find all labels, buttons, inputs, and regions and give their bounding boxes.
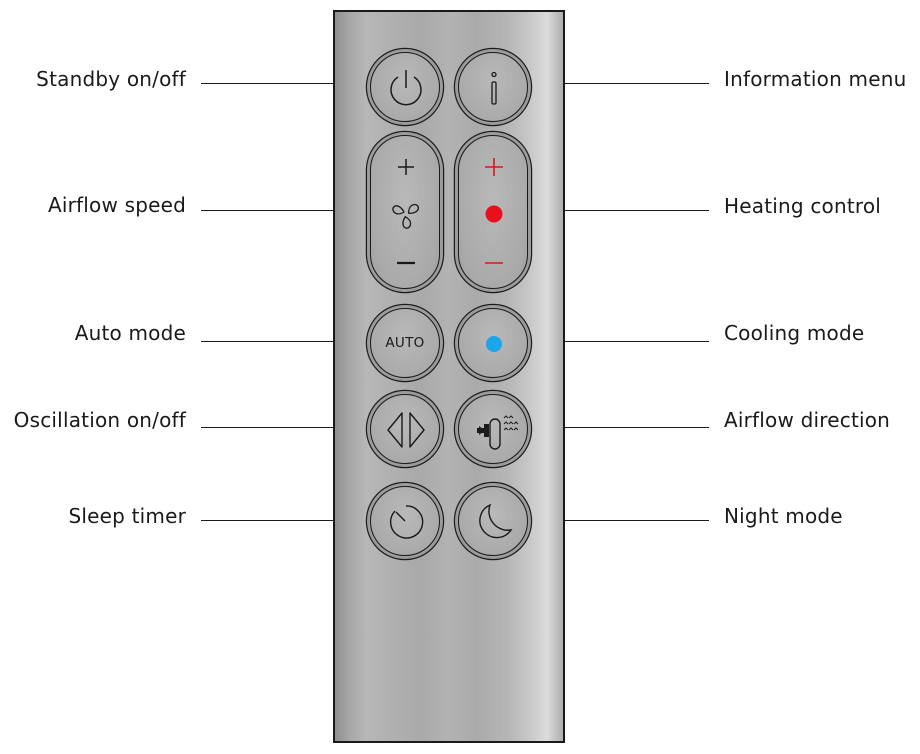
info-icon — [491, 71, 497, 105]
label-night-mode: Night mode — [724, 504, 843, 528]
oscillation-button[interactable] — [370, 394, 440, 464]
timer-icon — [389, 505, 424, 539]
label-standby: Standby on/off — [36, 67, 186, 91]
night-mode-button[interactable] — [458, 486, 528, 556]
label-cooling-mode: Cooling mode — [724, 321, 865, 345]
leader-line-oscillation — [201, 427, 333, 428]
airflow-speed-button[interactable] — [370, 135, 440, 289]
cool-dot-icon — [486, 336, 502, 352]
label-airflow-speed: Airflow speed — [47, 193, 186, 217]
label-sleep-timer: Sleep timer — [68, 504, 186, 528]
airflow-direction-button[interactable] — [458, 394, 528, 464]
sleep-timer-button[interactable] — [370, 486, 440, 556]
heating-control-button[interactable] — [458, 135, 528, 289]
oscillation-icon — [387, 412, 425, 448]
leader-line-heating — [565, 210, 709, 211]
airflow-direction-icon — [477, 415, 519, 450]
leader-line-night-mode — [565, 520, 709, 521]
fan-icon — [392, 203, 419, 229]
power-icon — [390, 70, 422, 106]
cooling-mode-button[interactable] — [458, 308, 528, 378]
moon-icon — [479, 503, 513, 539]
leader-line-auto-mode — [201, 341, 333, 342]
plus-icon — [398, 159, 414, 175]
leader-line-sleep-timer — [201, 520, 333, 521]
leader-line-information — [565, 83, 709, 84]
leader-line-airflow-direction — [565, 427, 709, 428]
heat-plus-icon — [485, 158, 503, 176]
label-information-menu: Information menu — [724, 67, 907, 91]
standby-button[interactable] — [370, 52, 440, 122]
label-airflow-direction: Airflow direction — [724, 408, 891, 432]
label-heating-control: Heating control — [724, 194, 882, 218]
leader-line-airflow-speed — [201, 210, 333, 211]
label-oscillation: Oscillation on/off — [13, 408, 186, 432]
information-button[interactable] — [458, 52, 528, 122]
auto-button-text: AUTO — [385, 335, 425, 351]
auto-mode-button[interactable]: AUTO — [370, 308, 440, 378]
remote-control: AUTO — [333, 10, 565, 743]
heating-symbols — [485, 158, 503, 264]
leader-line-standby — [201, 83, 333, 84]
label-auto-mode: Auto mode — [74, 321, 186, 345]
leader-line-cooling — [565, 341, 709, 342]
airflow-speed-symbols — [392, 159, 419, 265]
heat-dot-icon — [485, 205, 503, 223]
